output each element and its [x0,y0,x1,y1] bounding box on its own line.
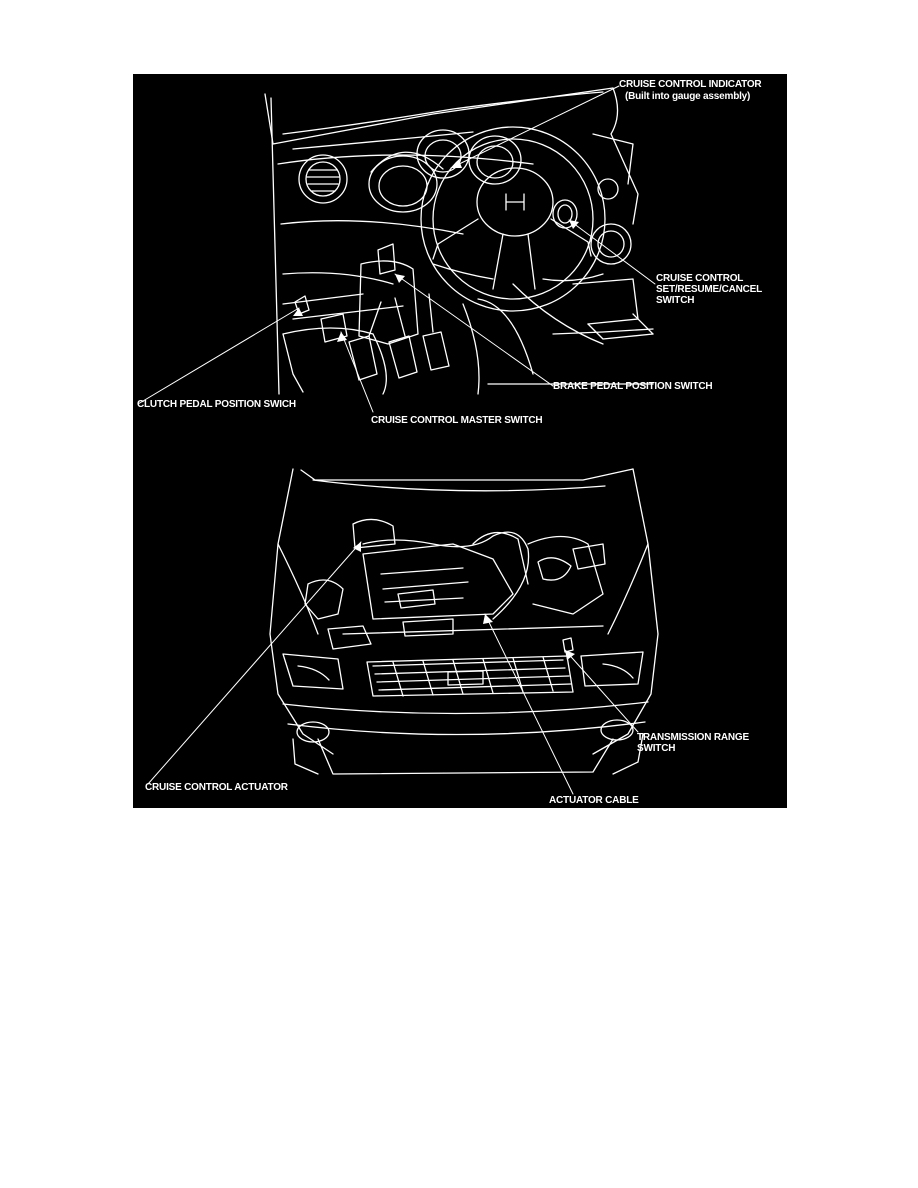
arrowheads [293,160,579,660]
engine-bay-illustration [269,468,659,775]
clutch-pedal-position-switch-label: CLUTCH PEDAL POSITION SWICH [137,399,296,410]
set-resume-cancel-switch-label: CRUISE CONTROL SET/RESUME/CANCEL SWITCH [656,273,763,306]
line-art [137,85,659,795]
leader-lines [137,85,656,795]
cruise-control-actuator-label: CRUISE CONTROL ACTUATOR [145,782,288,793]
component-location-diagram: CRUISE CONTROL INDICATOR (Built into gau… [133,74,787,808]
brake-pedal-position-switch-label: BRAKE PEDAL POSITION SWITCH [553,381,713,392]
actuator-cable-label: ACTUATOR CABLE [549,795,639,806]
dashboard-illustration [264,87,654,395]
cruise-control-indicator-note: (Built into gauge assembly) [625,91,751,102]
cruise-control-master-switch-label: CRUISE CONTROL MASTER SWITCH [371,415,543,426]
cruise-control-indicator-label: CRUISE CONTROL INDICATOR [619,79,762,90]
transmission-range-switch-label: TRANSMISSION RANGE SWITCH [637,732,749,754]
